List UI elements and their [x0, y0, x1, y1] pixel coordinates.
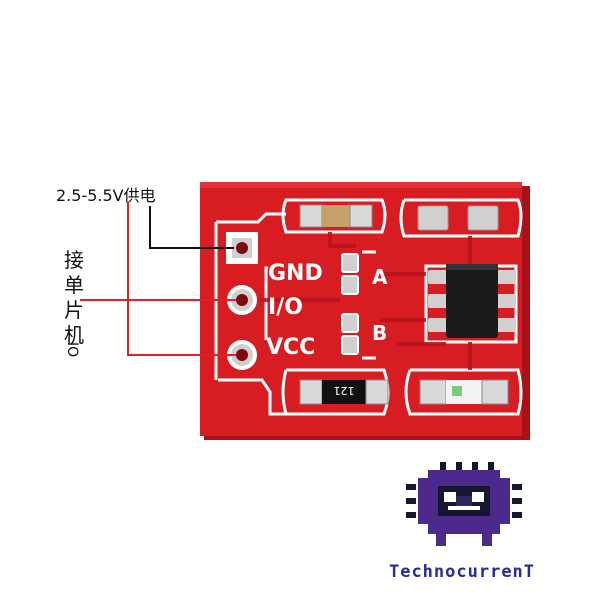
power-annotation: 2.5-5.5V供电 [56, 186, 156, 205]
mcu-io-char-4: 机 [64, 323, 84, 347]
top-right-pads [417, 205, 499, 231]
ic-chip [428, 264, 516, 338]
mcu-io-char-3: 片 [64, 298, 84, 322]
label-gnd: GND [268, 261, 323, 286]
chip-robot-icon [406, 462, 522, 546]
mcu-io-char-5: IO [64, 342, 80, 357]
pin-header [226, 232, 258, 370]
jumper-pads [341, 253, 359, 355]
mcu-io-char-2: 单 [64, 273, 84, 297]
capacitor-component [299, 204, 373, 228]
mcu-io-char-1: 接 [64, 248, 84, 272]
label-vcc: VCC [266, 335, 315, 360]
led-component [419, 379, 509, 405]
pcb-board: 121 GND I/O VCC A B [200, 182, 530, 440]
annotation-callouts: 2.5-5.5V供电 接 单 片 机 IO [56, 186, 236, 357]
resistor-component: 121 [299, 379, 389, 405]
mcu-io-annotation: 接 单 片 机 IO [64, 248, 84, 357]
resistor-code: 121 [334, 384, 355, 397]
brand-name: TechnocurrenT [389, 562, 535, 582]
brand-logo: TechnocurrenT [389, 462, 535, 582]
label-io: I/O [268, 295, 303, 320]
label-jumper-a: A [372, 265, 388, 289]
label-jumper-b: B [372, 321, 387, 345]
